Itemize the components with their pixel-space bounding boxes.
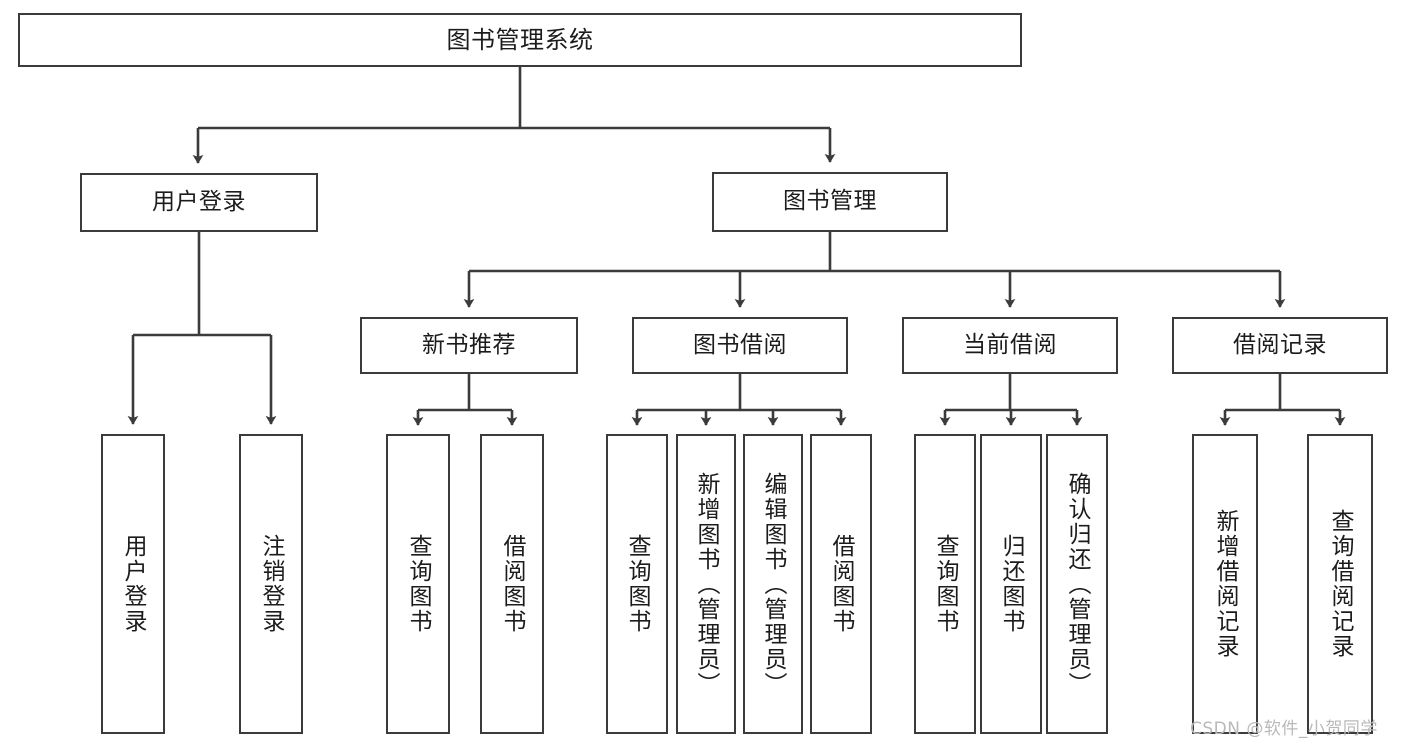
node-current-borrow-label: 当前借阅 [963,331,1057,358]
leaf-edit-book-admin-label: 编辑图书（管理员） [760,471,787,697]
node-user-login-label: 用户登录 [152,188,246,215]
csdn-watermark: CSDN @软件_小贺同学 [1190,714,1378,739]
node-borrow-records-label: 借阅记录 [1233,331,1327,358]
node-current-borrow[interactable]: 当前借阅 [902,317,1118,374]
leaf-query-books-new-label: 查询图书 [405,534,432,634]
node-book-borrow-label: 图书借阅 [693,331,787,358]
leaf-borrow-books-new-label: 借阅图书 [499,534,526,634]
node-user-login[interactable]: 用户登录 [80,173,318,232]
leaf-user-login[interactable]: 用户登录 [101,434,165,734]
leaf-query-books-current-label: 查询图书 [932,534,959,634]
node-book-management[interactable]: 图书管理 [712,172,948,232]
node-new-book-recommend-label: 新书推荐 [422,331,516,358]
leaf-logout[interactable]: 注销登录 [239,434,303,734]
leaf-query-borrow-record[interactable]: 查询借阅记录 [1307,434,1373,734]
leaf-borrow-books-label: 借阅图书 [828,534,855,634]
leaf-confirm-return-admin-label: 确认归还（管理员） [1064,471,1091,697]
leaf-query-books-borrow[interactable]: 查询图书 [606,434,668,734]
leaf-query-books-borrow-label: 查询图书 [624,534,651,634]
leaf-confirm-return-admin[interactable]: 确认归还（管理员） [1046,434,1108,734]
csdn-watermark-text: CSDN @软件_小贺同学 [1190,719,1378,739]
node-root[interactable]: 图书管理系统 [18,13,1022,67]
leaf-add-borrow-record[interactable]: 新增借阅记录 [1192,434,1258,734]
node-root-label: 图书管理系统 [446,25,594,54]
leaf-borrow-books[interactable]: 借阅图书 [810,434,872,734]
leaf-add-book-admin[interactable]: 新增图书（管理员） [676,434,736,734]
leaf-add-borrow-record-label: 新增借阅记录 [1212,509,1239,659]
leaf-return-books-label: 归还图书 [998,534,1025,634]
leaf-query-borrow-record-label: 查询借阅记录 [1327,509,1354,659]
leaf-logout-label: 注销登录 [258,534,285,634]
node-new-book-recommend[interactable]: 新书推荐 [360,317,578,374]
leaf-edit-book-admin[interactable]: 编辑图书（管理员） [743,434,803,734]
leaf-query-books-new[interactable]: 查询图书 [386,434,450,734]
node-borrow-records[interactable]: 借阅记录 [1172,317,1388,374]
leaf-borrow-books-new[interactable]: 借阅图书 [480,434,544,734]
node-book-borrow[interactable]: 图书借阅 [632,317,848,374]
leaf-return-books[interactable]: 归还图书 [980,434,1042,734]
leaf-user-login-label: 用户登录 [120,534,147,634]
leaf-add-book-admin-label: 新增图书（管理员） [693,471,720,697]
node-book-management-label: 图书管理 [783,188,877,215]
leaf-query-books-current[interactable]: 查询图书 [914,434,976,734]
